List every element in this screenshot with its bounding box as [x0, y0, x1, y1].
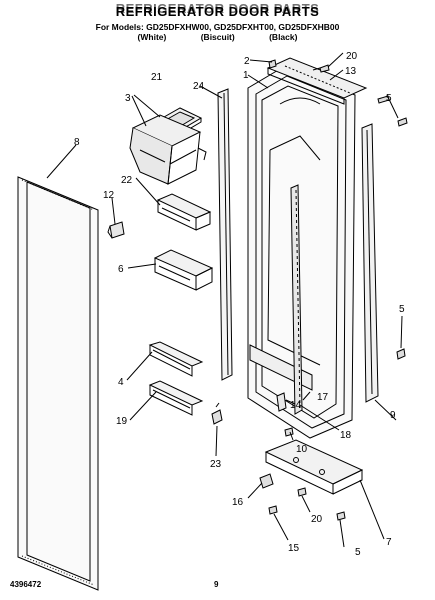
part-dairy-bin	[129, 114, 207, 185]
color-variants: (White) (Biscuit) (Black)	[0, 32, 435, 42]
part-door-gasket	[17, 176, 99, 591]
callout-24: 24	[193, 81, 205, 92]
document-number: 4396472	[10, 580, 42, 589]
callout-3: 3	[125, 93, 131, 104]
callout-16: 16	[232, 497, 244, 508]
part-shelf-rail	[148, 341, 204, 377]
callout-18: 18	[340, 430, 352, 441]
callout-20b: 20	[311, 514, 323, 525]
color-white: (White)	[137, 32, 167, 42]
callout-leaders	[46, 52, 403, 548]
callout-21: 21	[151, 72, 163, 83]
color-black: (Black)	[269, 32, 298, 42]
part-door-liner	[247, 65, 356, 439]
callout-5a: 5	[386, 93, 392, 104]
part-shelf-bin-upper	[156, 193, 212, 231]
callout-12: 12	[103, 190, 115, 201]
part-top-cap	[266, 57, 368, 105]
callout-1: 1	[243, 70, 249, 81]
callout-4: 4	[118, 377, 124, 388]
callout-5c: 5	[355, 547, 361, 558]
color-biscuit: (Biscuit)	[200, 32, 235, 42]
callout-17: 17	[317, 392, 329, 403]
page-title-overprint: REFRIGERATOR DOOR PARTS	[115, 1, 320, 16]
callout-20a: 20	[346, 51, 358, 62]
callout-labels: 1 2 3 4 5 5 5 6 7 8 9 10 12 13 14 15 16 …	[74, 51, 405, 558]
part-bushing	[276, 392, 287, 412]
page-title-text: REFRIGERATOR DOOR PARTS	[115, 4, 320, 19]
callout-10: 10	[296, 444, 308, 455]
part-small-bracket	[211, 402, 223, 425]
callout-13: 13	[345, 66, 357, 77]
page-number: 9	[214, 580, 219, 589]
callout-2: 2	[244, 56, 250, 67]
callout-6: 6	[118, 264, 124, 275]
part-hinge-channel	[290, 184, 303, 415]
part-side-trim	[361, 123, 379, 403]
callout-5b: 5	[399, 304, 405, 315]
part-clip	[107, 221, 125, 239]
part-bottom-bracket	[264, 439, 364, 495]
callout-15: 15	[288, 543, 300, 554]
callout-19: 19	[116, 416, 128, 427]
part-shelf-bin-middle	[153, 249, 214, 291]
callout-23: 23	[210, 459, 222, 470]
callout-14: 14	[290, 400, 302, 411]
part-trim-strip	[217, 88, 233, 381]
page-title: REFRIGERATOR DOOR PARTS REFRIGERATOR DOO…	[0, 1, 435, 19]
part-shelf-rail-lower	[148, 380, 204, 416]
part-hinge-pin	[259, 473, 274, 489]
callout-8: 8	[74, 137, 80, 148]
screw-icon	[268, 59, 408, 521]
callout-9: 9	[390, 410, 396, 421]
models-line: For Models: GD25DFXHW00, GD25DFXHT00, GD…	[95, 22, 340, 32]
callout-7: 7	[386, 537, 392, 548]
callout-22: 22	[121, 175, 133, 186]
